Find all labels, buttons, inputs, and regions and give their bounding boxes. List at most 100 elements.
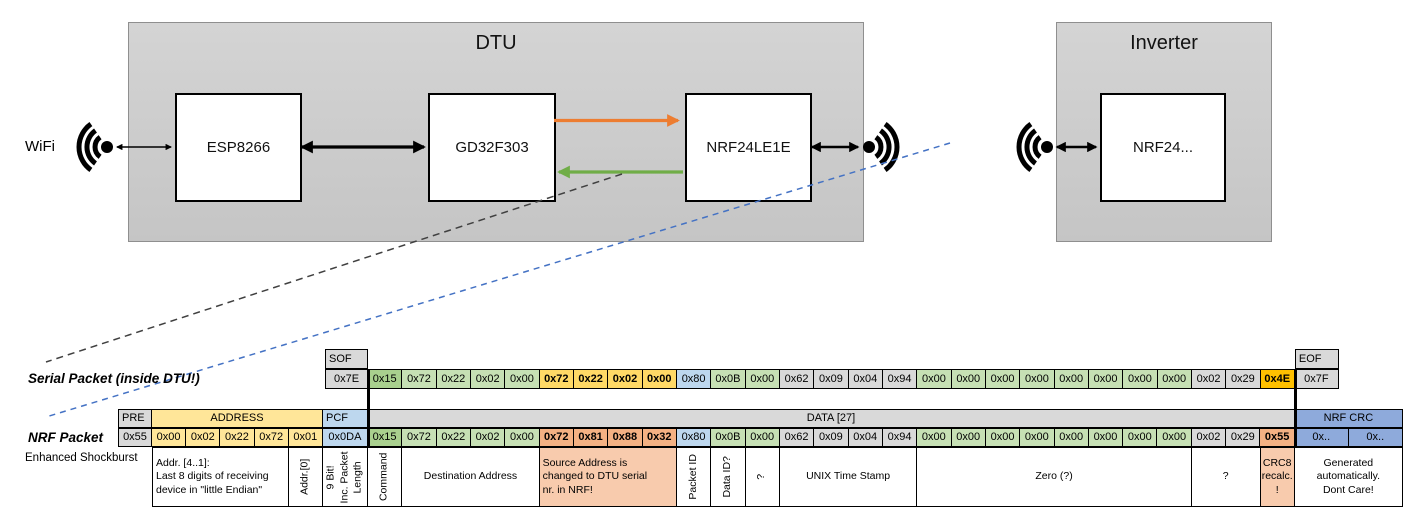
nrf-annotation-row-cell: ?	[1191, 447, 1261, 507]
nrf-packet-row-cell: 0x00	[745, 428, 780, 447]
nrf-packet-row-cell: 0x72	[254, 428, 289, 447]
nrf-packet-label: NRF Packet	[28, 430, 104, 445]
nrf-packet-row-cell: 0x09	[814, 428, 849, 447]
radio-icon-dtu	[863, 122, 900, 172]
dtu-title: DTU	[475, 32, 517, 54]
inverter-nrf24-box: NRF24...	[1100, 93, 1226, 202]
serial-packet-row-cell: 0x15	[368, 369, 403, 389]
nrf-packet-row-cell: 0x00	[505, 428, 540, 447]
nrf-packet-row-cell: 0x00	[1088, 428, 1124, 447]
nrf-annotation-row-cell: UNIX Time Stamp	[779, 447, 918, 507]
nrf-packet-row-cell: 0x02	[1191, 428, 1227, 447]
nrf-packet-row-cell: 0x00	[152, 428, 187, 447]
nrf-packet-row-cell: 0x80	[676, 428, 712, 447]
nrf-annotation-row: Addr. [4..1]: Last 8 digits of receiving…	[152, 447, 1403, 507]
nrf-packet-header-row-cell: PRE	[118, 409, 152, 428]
nrf-packet-row-cell: 0x0DA	[322, 428, 368, 447]
nrf-packet-row-cell: 0x94	[882, 428, 918, 447]
serial-packet-row-cell: 0x72	[402, 369, 437, 389]
serial-packet-row-cell: 0x02	[608, 369, 643, 389]
nrf-packet-row-cell: 0x15	[367, 428, 403, 447]
nrf-packet-row-cell: 0x72	[539, 428, 574, 447]
serial-packet-row-cell: 0x00	[505, 369, 540, 389]
nrf-annotation-row-cell: Packet ID	[676, 447, 712, 507]
nrf-annotation-row-cell: Command	[367, 447, 403, 507]
nrf-packet-row-cell: 0x22	[436, 428, 471, 447]
nrf-packet-row-cell: 0x62	[779, 428, 815, 447]
nrf-packet-row-cell: 0x72	[402, 428, 437, 447]
nrf-packet-row-cell: 0x00	[985, 428, 1021, 447]
esp8266-label: ESP8266	[206, 139, 271, 156]
nrf-annotation-row-cell: Destination Address	[402, 447, 540, 507]
gd32f303-box: GD32F303	[428, 93, 556, 202]
serial-packet-row-cell: 0x22	[436, 369, 471, 389]
serial-packet-row-cell: 0x72	[539, 369, 574, 389]
nrf-packet-header-row-cell: PCF	[323, 409, 368, 428]
serial-packet-row-cell: 0x0B	[711, 369, 746, 389]
nrf-packet-row-cell: 0x00	[1157, 428, 1192, 447]
serial-packet-row-cell: 0x02	[470, 369, 506, 389]
inverter-nrf24-label: NRF24...	[1132, 139, 1193, 156]
nrf-packet-row-cell: 0x01	[288, 428, 323, 447]
payload-connector-right	[1293, 369, 1297, 447]
payload-connector-left	[366, 369, 370, 447]
nrf-packet-header-row-cell: ADDRESS	[152, 409, 323, 428]
nrf-packet-header-row-cell: NRF CRC	[1294, 409, 1403, 428]
serial-packet-row-cell: 0x00	[917, 369, 952, 389]
nrf-packet-row-cell: 0x81	[573, 428, 609, 447]
nrf-annotation-row-cell: Addr. [4..1]: Last 8 digits of receiving…	[152, 447, 289, 507]
nrf-packet-row-cell: 0x00	[1020, 428, 1055, 447]
serial-packet-label: Serial Packet (inside DTU!)	[28, 371, 200, 386]
nrf-packet-row-cell: 0x22	[220, 428, 255, 447]
nrf-annotation-row-cell: Zero (?)	[917, 447, 1192, 507]
serial-packet-row-cell: 0x00	[1020, 369, 1055, 389]
nrf-annotation-row-cell: Addr.[0]	[288, 447, 323, 507]
serial-packet-row-cell: 0x00	[985, 369, 1021, 389]
nrf-annotation-row-cell: ?	[745, 447, 780, 507]
serial-packet-row-cell: 0x62	[779, 369, 815, 389]
nrf-annotation-row-cell: Generated automatically. Dont Care!	[1294, 447, 1403, 507]
serial-packet-row-cell: 0x00	[951, 369, 986, 389]
nrf-annotation-row-cell: Source Address is changed to DTU serial …	[539, 447, 677, 507]
serial-packet-row-cell: 0x00	[745, 369, 780, 389]
serial-packet-row-cell: 0x00	[1054, 369, 1089, 389]
nrf-annotation-row-cell: 9 Bit! Inc. Packet Length	[322, 447, 368, 507]
serial-packet-row-cell: 0x00	[642, 369, 677, 389]
inverter-title: Inverter	[1130, 32, 1198, 54]
nrf-packet-row-cell: 0x29	[1226, 428, 1261, 447]
wifi-label: WiFi	[25, 138, 55, 155]
nrf-packet-row-cell: 0x00	[951, 428, 986, 447]
serial-packet-row-cell: 0x00	[1157, 369, 1192, 389]
nrf-packet-row-cell: 0x00	[1123, 428, 1158, 447]
nrf-packet-row-cell: 0x00	[1054, 428, 1089, 447]
nrf-packet-row-cell: 0x04	[848, 428, 883, 447]
nrf-packet-row-cell: 0x00	[917, 428, 952, 447]
serial-packet-row-cell: 0x00	[1123, 369, 1158, 389]
nrf-packet-row-cell: 0x0B	[711, 428, 746, 447]
nrf-packet-row-cell: 0x55	[118, 428, 152, 447]
serial-packet-row-cell: 0x29	[1226, 369, 1261, 389]
nrf-packet-row-cell: 0x02	[470, 428, 506, 447]
nrf24le1e-label: NRF24LE1E	[706, 139, 791, 156]
serial-eof-header: EOF	[1294, 349, 1339, 369]
serial-packet-row-cell: 0x00	[1088, 369, 1124, 389]
serial-sof-header: SOF	[325, 349, 368, 369]
nrf-packet-header-row-cell: DATA [27]	[368, 409, 1295, 428]
nrf-packet-row-cell: 0x02	[186, 428, 221, 447]
serial-sof-header-cell: SOF	[325, 349, 368, 369]
serial-packet-row-cell: 0x7F	[1294, 369, 1339, 389]
serial-packet-row-cell: 0x80	[676, 369, 712, 389]
serial-packet-row-cell: 0x02	[1191, 369, 1227, 389]
esp8266-box: ESP8266	[175, 93, 302, 202]
nrf-packet-row-cell: 0x88	[608, 428, 643, 447]
nrf-packet-row-cell: 0x..	[1294, 428, 1349, 447]
serial-packet-row-cell: 0x4E	[1260, 369, 1295, 389]
wifi-icon	[76, 122, 113, 172]
enhanced-shockburst-label: Enhanced Shockburst	[25, 452, 138, 464]
radio-icon-inverter	[1016, 122, 1053, 172]
gd32f303-label: GD32F303	[455, 139, 529, 156]
nrf-packet-row-cell: 0x32	[642, 428, 677, 447]
nrf-packet-row-cell: 0x55	[1260, 428, 1295, 447]
